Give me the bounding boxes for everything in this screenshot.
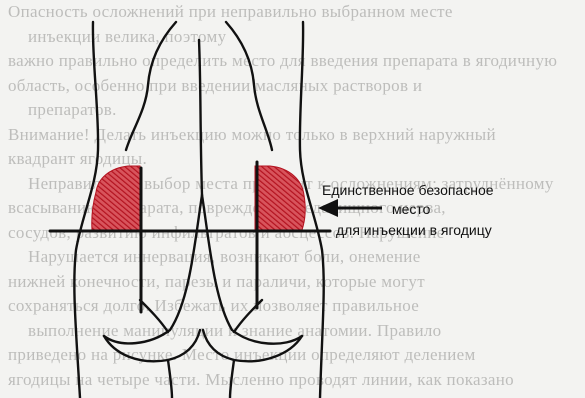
- caption-line-2: место: [392, 201, 430, 217]
- pointer-arrow-icon: [318, 199, 382, 217]
- caption-line-1: Единственное безопасное: [322, 182, 494, 198]
- injection-zone-right: [255, 166, 305, 230]
- caption-line-3: для инъекции в ягодицу: [336, 222, 492, 238]
- injection-zone-left: [92, 166, 140, 230]
